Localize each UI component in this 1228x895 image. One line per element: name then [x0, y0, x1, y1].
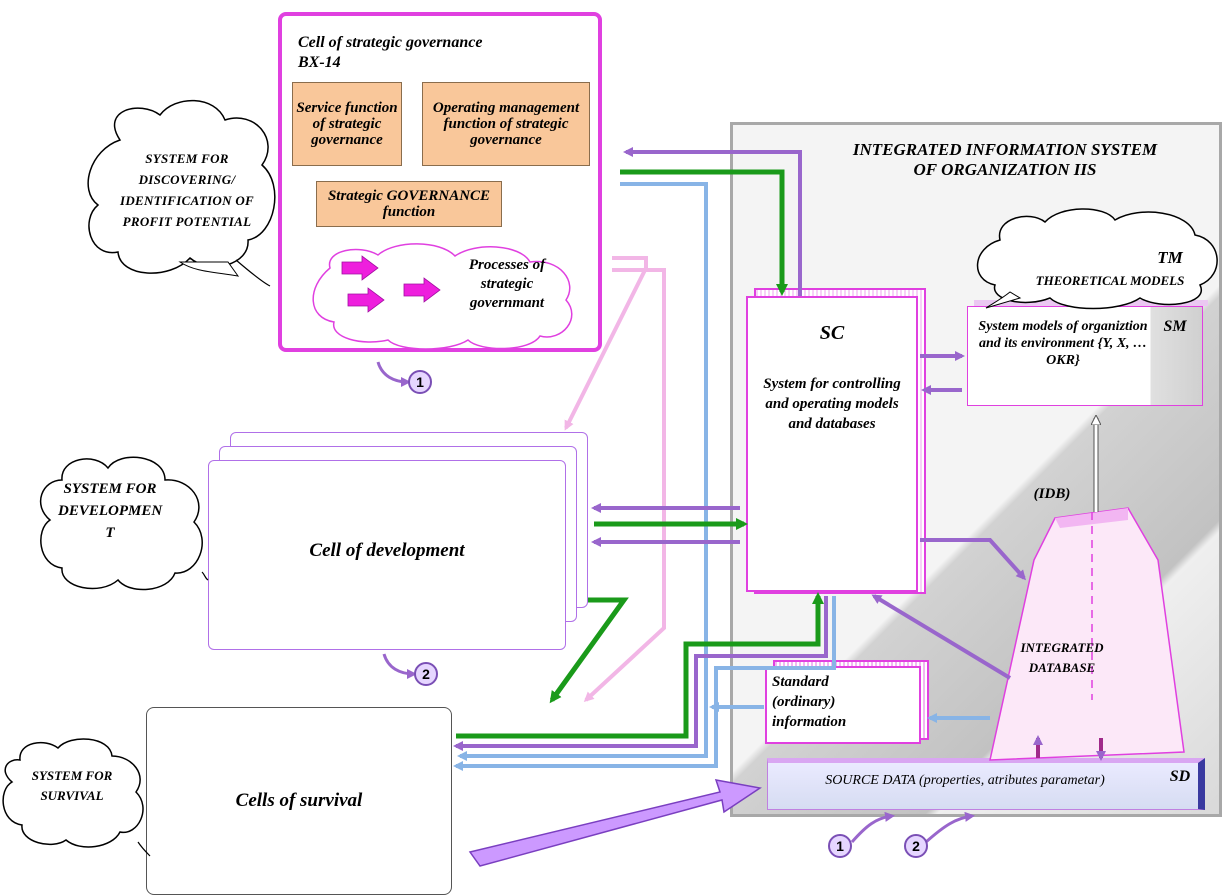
sm-text: System models of organiztion and its env… — [978, 319, 1148, 368]
sd-text: SOURCE DATA (properties, atributes param… — [825, 773, 1105, 788]
tm-code: TM — [1157, 248, 1183, 267]
strategic-cell-code: BX-14 — [298, 54, 341, 71]
process-arrow-icons — [341, 255, 441, 313]
sc-box[interactable] — [746, 296, 918, 592]
badge-2-development: 2 — [414, 662, 438, 686]
standard-info-box[interactable] — [765, 666, 921, 744]
strategic-function-label: Strategic GOVERNANCE function — [327, 188, 491, 220]
survival-cell-label: Cells of survival — [235, 790, 363, 811]
sd-code: SD — [1169, 768, 1191, 785]
development-cell-label: Cell of development — [309, 540, 465, 561]
development-cell[interactable] — [208, 460, 566, 650]
badge-2-sd: 2 — [904, 834, 928, 858]
sc-code: SC — [819, 322, 845, 344]
survival-cloud-text: SYSTEM FOR SURVIVAL — [31, 768, 113, 803]
idb-text: INTEGRATED DATABASE — [1020, 640, 1104, 675]
operating-function-box[interactable]: Operating management function of strateg… — [422, 82, 590, 166]
idb-shape[interactable] — [989, 507, 1185, 761]
idb-code: (IDB) — [1033, 486, 1071, 502]
operating-function-label: Operating management function of strateg… — [432, 100, 580, 148]
development-cloud — [39, 456, 203, 591]
badge-1-strategic: 1 — [408, 370, 432, 394]
tm-label: THEORETICAL MODELS — [1035, 273, 1185, 288]
processes-text: Processes of strategic governmant — [468, 257, 546, 311]
tm-cloud — [976, 208, 1218, 310]
iis-title-line2: OF ORGANIZATION IIS — [913, 160, 1097, 179]
standard-info-text: Standard (ordinary) information — [772, 674, 847, 730]
profit-cloud-text: SYSTEM FOR DISCOVERING/ IDENTIFICATION O… — [119, 151, 255, 229]
processes-cloud — [312, 243, 573, 350]
sm-box[interactable] — [967, 306, 1203, 406]
service-function-label: Service function of strategic governance — [296, 100, 398, 148]
sm-code: SM — [1163, 318, 1187, 335]
service-function-box[interactable]: Service function of strategic governance — [292, 82, 402, 166]
iis-title: INTEGRATED INFORMATION SYSTEM OF ORGANIZ… — [800, 140, 1210, 180]
sd-bar[interactable] — [767, 758, 1205, 810]
strategic-cell-title: Cell of strategic governance — [298, 34, 483, 51]
strategic-function-box[interactable]: Strategic GOVERNANCE function — [316, 181, 502, 227]
badge-1-sd: 1 — [828, 834, 852, 858]
survival-cloud — [2, 738, 144, 848]
sc-text: System for controlling and operating mod… — [763, 376, 901, 432]
development-cloud-text: SYSTEM FOR DEVELOPMEN T — [58, 481, 163, 541]
iis-title-line1: INTEGRATED INFORMATION SYSTEM — [852, 140, 1158, 159]
profit-cloud — [87, 99, 276, 277]
